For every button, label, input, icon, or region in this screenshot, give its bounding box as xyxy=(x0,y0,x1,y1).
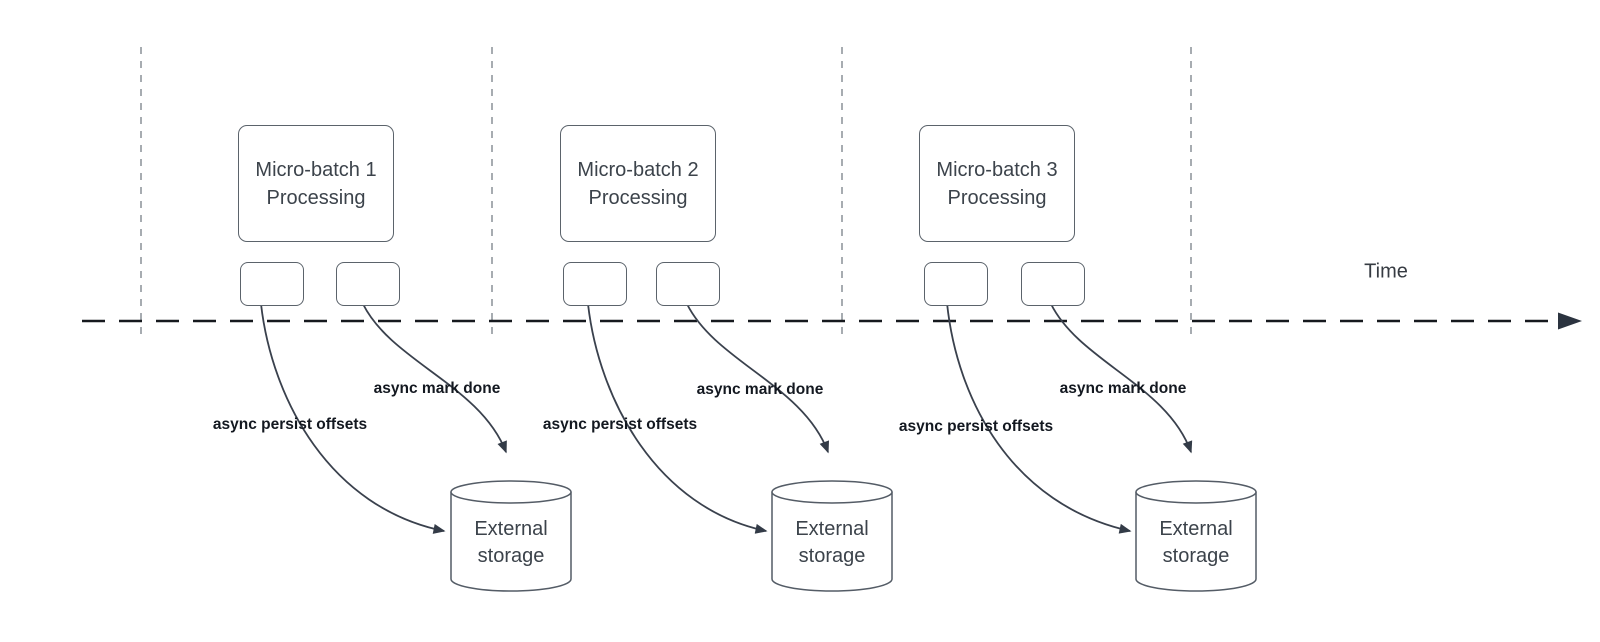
storage-label: External storage xyxy=(474,518,548,567)
persist-offsets-arrow xyxy=(587,303,768,534)
micro-batch-title: Micro-batch 2 Processing xyxy=(577,158,699,209)
sub-task-box xyxy=(656,262,720,306)
mark-done-label: async mark done xyxy=(696,381,824,398)
persist-offsets-label: async persist offsets xyxy=(212,416,368,433)
time-axis xyxy=(82,312,1582,330)
persist-offsets-label: async persist offsets xyxy=(898,418,1054,435)
sub-task-box xyxy=(924,262,988,306)
persist-offsets-arrow xyxy=(946,302,1132,534)
mark-done-label: async mark done xyxy=(373,380,501,397)
mark-done-label: async mark done xyxy=(1059,380,1187,397)
micro-batch-box: Micro-batch 1 Processing xyxy=(238,125,394,242)
persist-offsets-arrow xyxy=(260,303,446,534)
storage-label: External storage xyxy=(795,518,869,567)
storage-label: External storage xyxy=(1159,518,1233,567)
storage-cylinder xyxy=(1135,480,1257,592)
sub-task-box xyxy=(563,262,627,306)
mark-done-arrow xyxy=(362,303,507,454)
persist-offsets-label: async persist offsets xyxy=(542,416,698,433)
micro-batch-box: Micro-batch 2 Processing xyxy=(560,125,716,242)
micro-batch-title: Micro-batch 1 Processing xyxy=(255,158,377,209)
time-axis-arrowhead-icon xyxy=(1558,312,1582,330)
mark-done-arrow xyxy=(686,303,830,454)
storage-cylinders xyxy=(450,480,1257,592)
sub-task-box xyxy=(240,262,304,306)
time-axis-label: Time xyxy=(1364,260,1408,283)
storage-cylinder xyxy=(771,480,893,592)
sub-task-box xyxy=(1021,262,1085,306)
interval-gridlines xyxy=(140,47,1192,338)
mark-done-arrow xyxy=(1050,303,1193,454)
micro-batch-title: Micro-batch 3 Processing xyxy=(936,158,1058,209)
sub-task-box xyxy=(336,262,400,306)
micro-batch-box: Micro-batch 3 Processing xyxy=(919,125,1075,242)
storage-cylinder xyxy=(450,480,572,592)
